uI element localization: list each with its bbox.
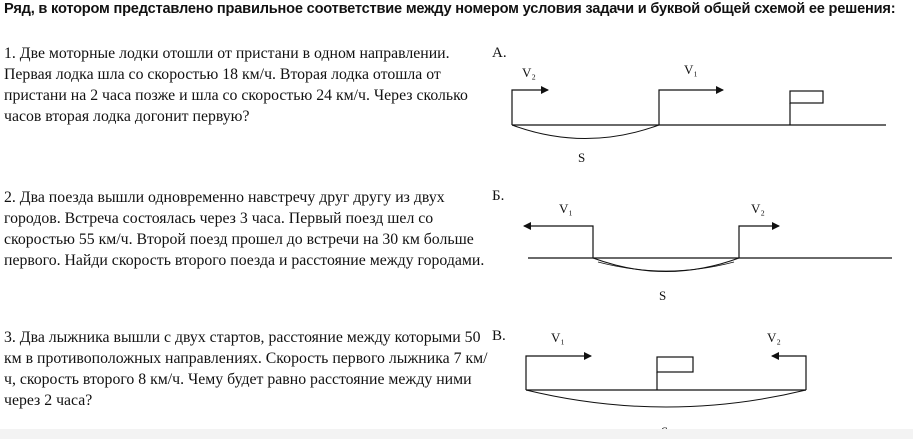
scheme-b-arc-inner [597,261,735,272]
problem-3-text: 3. Два лыжника вышли с двух стартов, рас… [4,329,488,409]
scheme-a-label-v2: V₂ [522,65,536,80]
scheme-c-arrow-v2 [771,352,807,390]
scheme-b-label-s: S [659,288,666,303]
scheme-a: V₂ V₁ S [511,62,886,165]
schemes-diagram: V₂ V₁ S V₁ V₂ S V₁ V₂ S [511,62,892,439]
problem-2-text: 2. Два поезда вышли одновременно навстре… [4,189,485,269]
scheme-b-arrow-v2 [738,222,780,258]
scheme-c-arc [525,389,807,408]
scheme-b: V₁ V₂ S [523,201,892,303]
scheme-a-label-s: S [578,150,585,165]
scheme-c-letter: В. [492,328,506,344]
bottom-edge [0,429,913,439]
task-title: Ряд, в котором представлено правильное с… [4,1,896,17]
scheme-c-label-v1: V₁ [551,330,565,345]
scheme-b-arc [592,257,740,272]
scheme-c-label-v2: V₂ [767,330,781,345]
scheme-a-letter: А. [492,45,507,61]
scheme-b-label-v2: V₂ [751,201,765,216]
scheme-b-label-v1: V₁ [559,201,573,216]
scheme-c: V₁ V₂ S [525,330,807,439]
scheme-c-arrow-v1 [525,352,592,390]
scheme-b-letter: Б. [492,188,505,204]
scheme-c-flag [656,356,694,373]
scheme-a-label-v1: V₁ [684,62,698,77]
scheme-a-arc [511,124,660,139]
scheme-a-flag [789,90,824,104]
scheme-b-arrow-v1 [523,222,594,258]
scheme-a-arrow-v1 [658,86,724,125]
problem-1-text: 1. Две моторные лодки отошли от пристани… [4,45,468,125]
scheme-a-arrow-v2 [511,86,549,125]
